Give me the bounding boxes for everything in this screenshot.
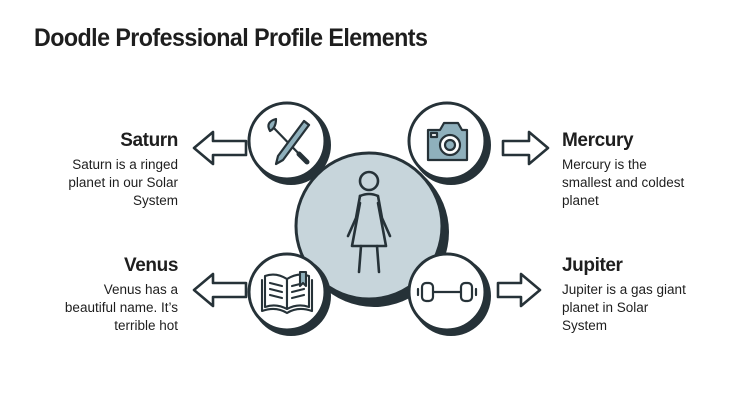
arrow-right-jupiter [496, 272, 542, 308]
jupiter-node [407, 252, 491, 336]
saturn-text-block: Saturn Saturn is a ringed planet in our … [8, 129, 178, 210]
venus-heading: Venus [124, 255, 178, 276]
mercury-heading: Mercury [562, 130, 634, 151]
dumbbell-icon [416, 281, 478, 303]
saturn-heading: Saturn [120, 130, 178, 151]
camera-icon [426, 121, 469, 162]
jupiter-heading: Jupiter [562, 255, 623, 276]
mercury-node [407, 101, 491, 185]
saturn-node [247, 101, 331, 185]
brush-pencil-icon [267, 117, 311, 166]
arrow-left-saturn [192, 130, 248, 166]
center-node [294, 151, 449, 307]
saturn-description: Saturn is a ringed planet in our Solar S… [68, 157, 178, 208]
page-title: Doodle Professional Profile Elements [34, 24, 428, 52]
venus-node [247, 252, 331, 336]
arrow-right-mercury [501, 130, 550, 166]
arrow-left-venus [192, 272, 248, 308]
venus-description: Venus has a beautiful name. It’s terribl… [64, 282, 178, 333]
venus-text-block: Venus Venus has a beautiful name. It’s t… [8, 254, 178, 335]
woman-icon [346, 170, 392, 274]
mercury-text-block: Mercury Mercury is the smallest and cold… [562, 129, 732, 210]
mercury-description: Mercury is the smallest and coldest plan… [562, 157, 685, 208]
jupiter-description: Jupiter is a gas giant planet in Solar S… [562, 282, 686, 333]
open-book-icon [260, 270, 314, 315]
jupiter-text-block: Jupiter Jupiter is a gas giant planet in… [562, 254, 732, 335]
